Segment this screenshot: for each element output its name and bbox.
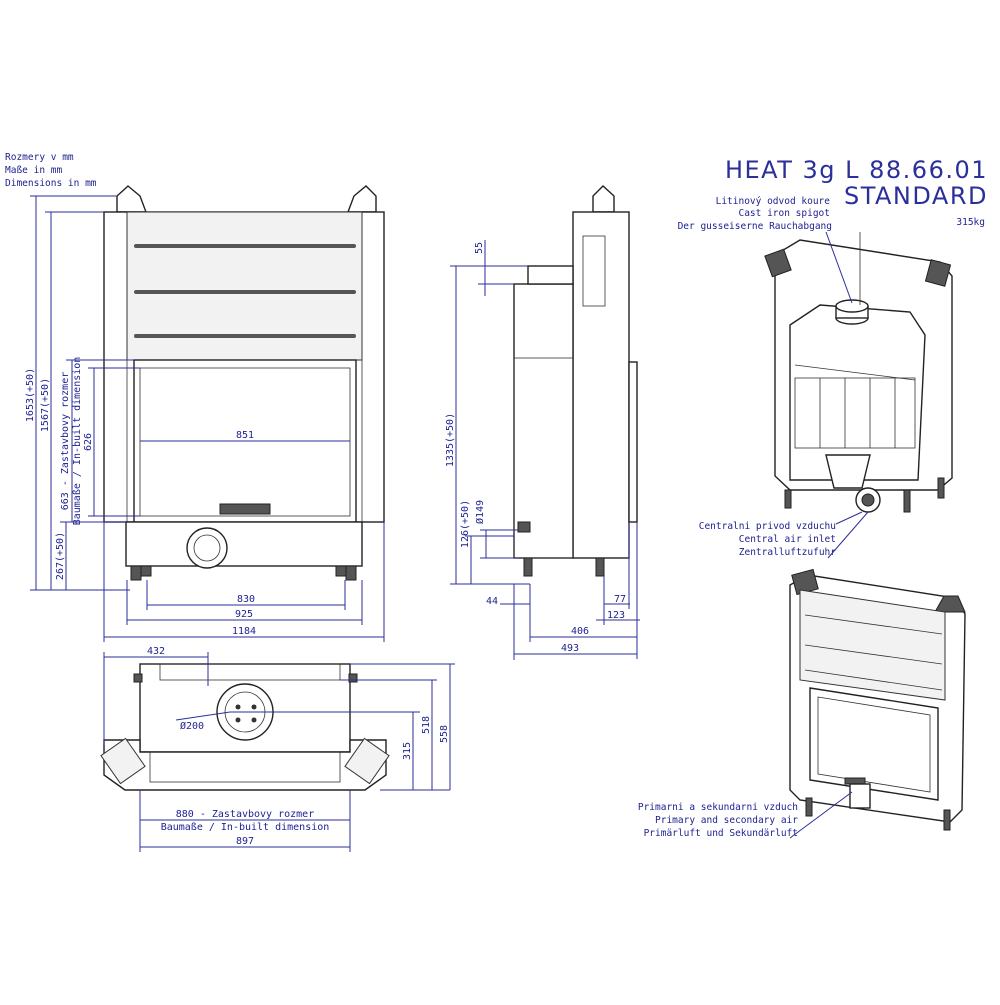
dim-depth-493: 493	[561, 643, 579, 654]
lifting-lug-side	[592, 185, 615, 213]
front-base	[125, 521, 363, 567]
model-title: HEAT 3g L 88.66.01	[725, 156, 988, 184]
top-front-frame	[103, 739, 387, 791]
dim-width-925: 925	[235, 609, 253, 620]
dim-installation-880: 880 - Zastavbovy rozmer	[176, 809, 314, 820]
dim-door-width: 851	[236, 430, 254, 441]
dim-installation-880-en: Baumaße / In-built dimension	[161, 822, 330, 833]
callout-spigot: Litinový odvod koure Cast iron spigot De…	[678, 196, 853, 304]
dim-total-height: 1653(+50)	[25, 368, 36, 422]
top-view-dimensions: 432 Ø200 315 518 558 880 - Zastavbovy ro…	[103, 646, 455, 852]
iso-view-front	[789, 568, 966, 831]
iso-rear-lug-left	[764, 248, 792, 278]
primary-air-note-cz: Primarni a sekundarni vzduch	[638, 802, 798, 813]
dim-depth-558: 558	[439, 725, 450, 743]
iso-view-rear	[764, 232, 953, 513]
spigot-note-de: Der gusseiserne Rauchabgang	[678, 221, 832, 232]
dim-depth-123: 123	[607, 610, 625, 621]
dim-installation-663-en: Baumaße / In-built dimension	[72, 357, 83, 526]
dim-depth-518: 518	[421, 716, 432, 734]
primary-air-note-en: Primary and secondary air	[655, 815, 798, 826]
dim-diameter-200: Ø200	[180, 720, 204, 732]
callout-primary-air: Primarni a sekundarni vzduch Primary and…	[638, 791, 853, 839]
front-view-dimensions: 1653(+50) 1567(+50) 663 - Zastavbovy roz…	[25, 195, 385, 642]
grille-slot-2	[134, 290, 356, 294]
dim-height-1567: 1567(+50)	[40, 378, 51, 432]
dim-diameter-149: Ø149	[474, 500, 486, 524]
lifting-lug-left	[116, 185, 148, 213]
smoke-spigot-side	[527, 265, 574, 285]
dim-base-height: 267(+50)	[55, 532, 66, 580]
central-air-note-cz: Centralni privod vzduchu	[699, 521, 836, 532]
dim-width-1184: 1184	[232, 626, 256, 637]
dim-door-height: 626	[83, 433, 94, 451]
dim-depth-315: 315	[402, 742, 413, 760]
units-note-cz: Rozmery v mm	[5, 152, 74, 163]
grille-slot-1	[134, 244, 356, 248]
units-note-de: Maße in mm	[5, 165, 62, 176]
top-corner-left	[100, 737, 146, 785]
foot-front-right	[345, 565, 357, 581]
units-note-en: Dimensions in mm	[5, 178, 97, 189]
spigot-note-cz: Litinový odvod koure	[716, 196, 831, 207]
dim-height-126: 126(+50)	[460, 500, 471, 548]
dim-width-897: 897	[236, 836, 254, 847]
iso-rear-firebox	[789, 304, 926, 481]
iso-front-panel	[799, 589, 946, 701]
top-view	[100, 663, 390, 791]
side-view	[513, 185, 638, 577]
central-air-note-de: Zentralluftzufuhr	[739, 547, 837, 558]
door-glass	[139, 367, 351, 517]
side-body-front	[572, 211, 630, 559]
spigot-note-en: Cast iron spigot	[738, 208, 830, 219]
callout-central-air: Centralni privod vzduchu Central air inl…	[699, 511, 869, 559]
foot-front-left	[130, 565, 142, 581]
central-air-note-en: Central air inlet	[739, 534, 836, 545]
front-view	[103, 185, 385, 581]
side-view-dimensions: 55 1335(+50) 126(+50) Ø149 44 77 123 406	[445, 240, 640, 660]
dim-top-55: 55	[474, 242, 485, 254]
iso-front-door	[809, 687, 939, 801]
dim-top-432: 432	[147, 646, 165, 657]
dim-width-830: 830	[237, 594, 255, 605]
dim-height-1335: 1335(+50)	[445, 413, 456, 467]
side-body-rear	[513, 283, 574, 559]
variant-title: STANDARD	[844, 182, 988, 210]
door-handle	[219, 503, 271, 515]
iso-rear-lug-right	[924, 259, 952, 287]
air-inlet-front	[186, 527, 228, 569]
top-corner-right	[344, 737, 390, 785]
foot-side-front	[595, 557, 605, 577]
units-note: Rozmery v mm Maße in mm Dimensions in mm	[5, 152, 97, 189]
grille-slot-3	[134, 334, 356, 338]
primary-air-note-de: Primärluft und Sekundärluft	[644, 828, 798, 839]
dim-depth-77: 77	[614, 594, 626, 605]
iso-front-lug-right	[934, 595, 966, 613]
foot-side-rear	[523, 557, 533, 577]
lifting-lug-right	[346, 185, 377, 213]
weight-label: 315kg	[956, 217, 985, 228]
title-block: HEAT 3g L 88.66.01 STANDARD 315kg	[725, 156, 988, 228]
dim-depth-406: 406	[571, 626, 589, 637]
dim-depth-44: 44	[486, 596, 498, 607]
dim-installation-663: 663 - Zastavbovy rozmer	[60, 372, 71, 510]
